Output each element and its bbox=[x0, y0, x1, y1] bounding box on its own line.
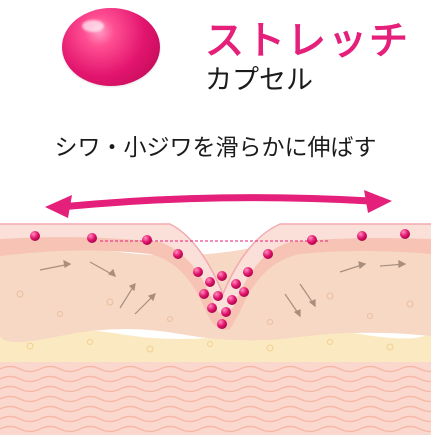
capsule-icon bbox=[62, 8, 160, 86]
skin-layers-diagram bbox=[0, 190, 431, 435]
product-name: ストレッチ bbox=[205, 19, 411, 64]
double-headed-arrow-icon bbox=[45, 190, 392, 218]
tagline: シワ・小ジワを滑らかに伸ばす bbox=[54, 135, 377, 161]
product-type: カプセル bbox=[205, 65, 313, 96]
